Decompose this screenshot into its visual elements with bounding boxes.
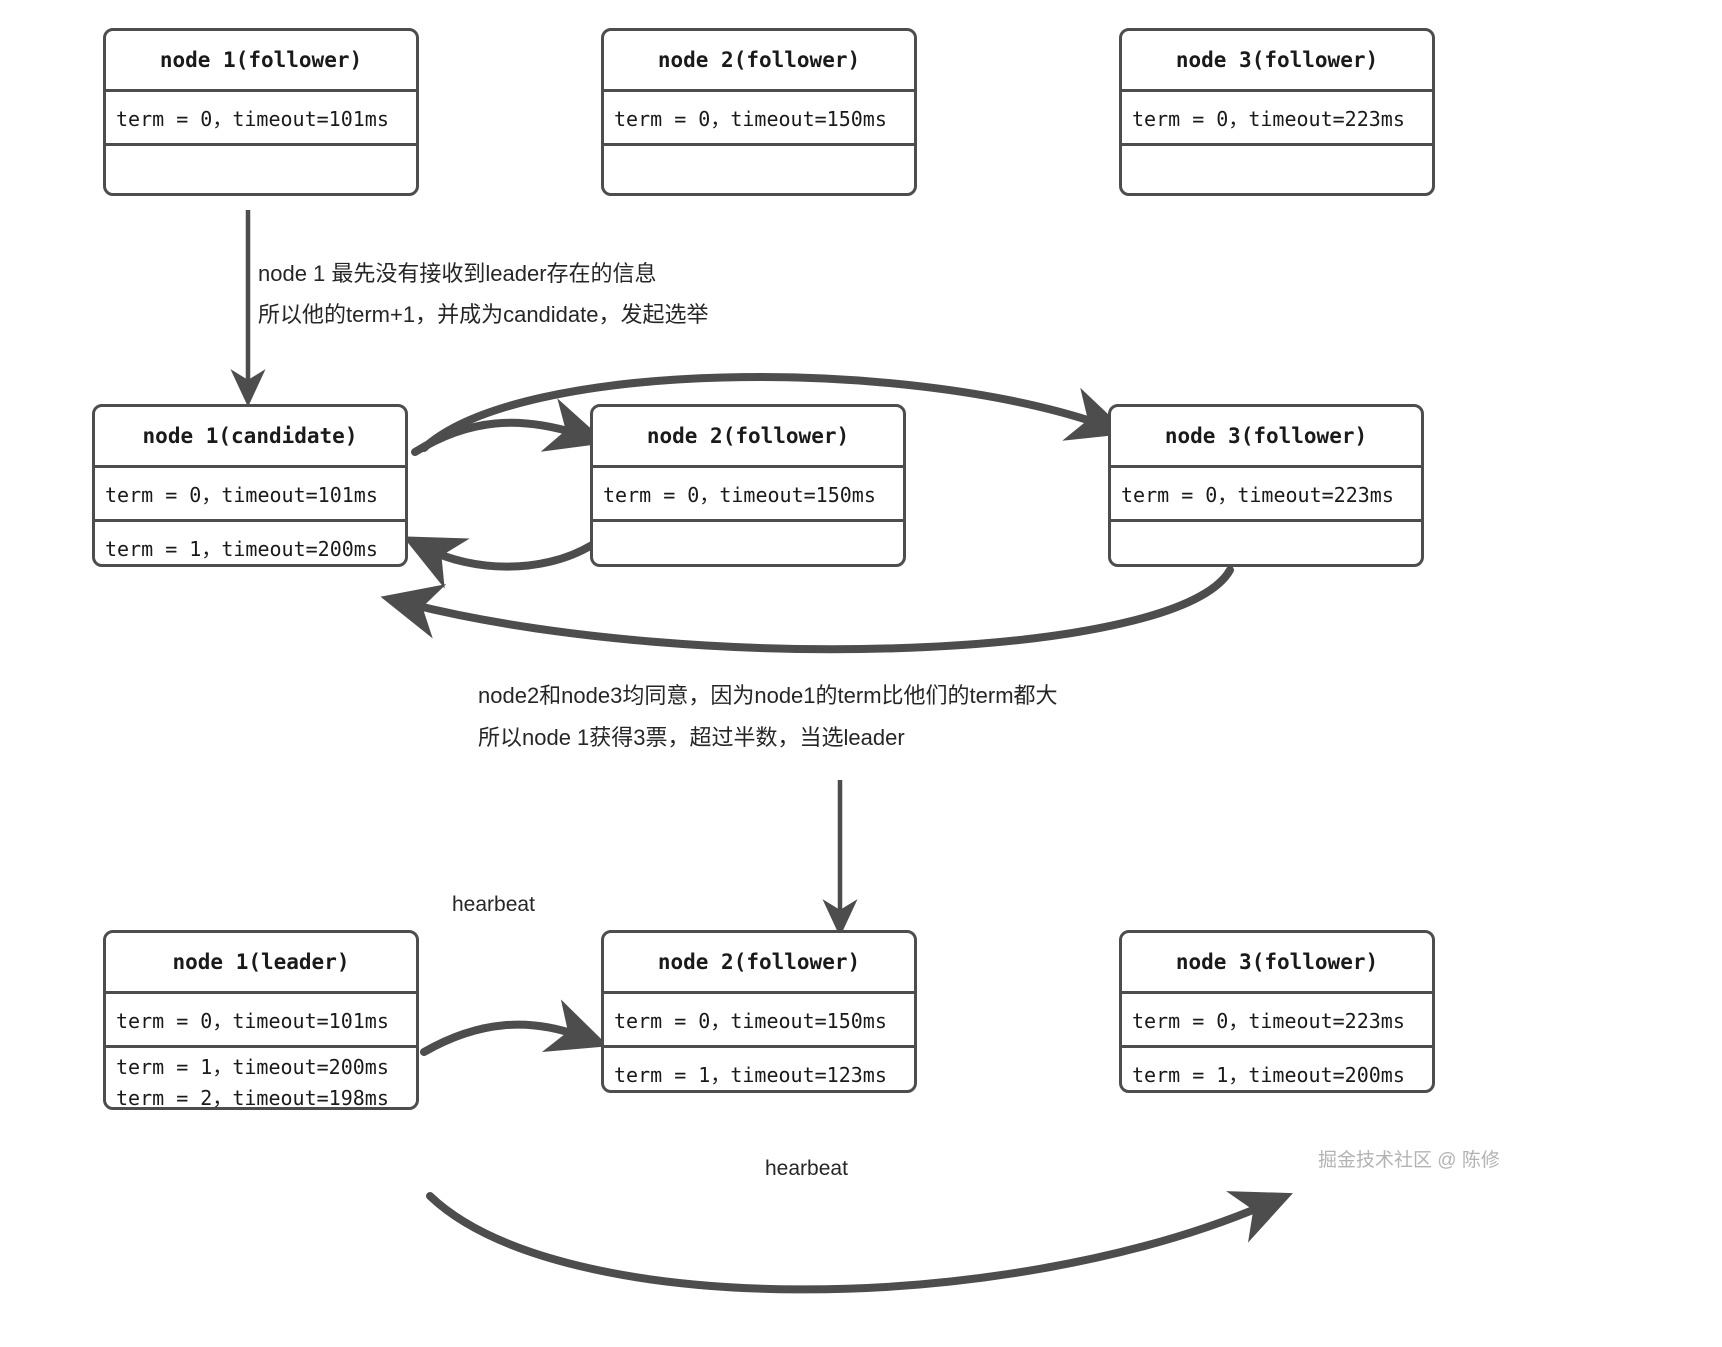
node-row-term-0: term = 0，timeout=150ms (604, 994, 914, 1048)
watermark: 掘金技术社区 @ 陈修 (1318, 1150, 1500, 1171)
node-title: node 2(follower) (604, 31, 914, 92)
arrow-candidate-to-node2 (411, 398, 608, 456)
arrow-heartbeat-node3 (426, 1191, 1293, 1294)
caption-election-trigger-line1: node 1 最先没有接收到leader存在的信息 (258, 261, 657, 286)
node-row-term-1-2: term = 1，timeout=200ms term = 2，timeout=… (106, 1048, 416, 1110)
edge-label-heartbeat-top: hearbeat (452, 893, 535, 916)
node-row-empty (593, 522, 903, 564)
caption-election-result-line2: 所以node 1获得3票，超过半数，当选leader (478, 725, 905, 750)
node-box-node2-follower-2[interactable]: node 2(follower) term = 0，timeout=150ms (590, 404, 906, 567)
node-row-term-1: term = 1，timeout=123ms (614, 1063, 887, 1087)
node-box-node3-follower[interactable]: node 3(follower) term = 0，timeout=223ms (1119, 28, 1435, 196)
node-row-term: term = 0，timeout=150ms (593, 468, 903, 522)
node-row-term: term = 0，timeout=223ms (1111, 468, 1421, 522)
node-title: node 1(follower) (106, 31, 416, 92)
node-box-node1-candidate[interactable]: node 1(candidate) term = 0，timeout=101ms… (92, 404, 408, 567)
node-row-empty (604, 146, 914, 193)
arrow-node2-to-candidate (402, 536, 596, 589)
node-title: node 3(follower) (1122, 31, 1432, 92)
caption-election-trigger-line2: 所以他的term+1，并成为candidate，发起选举 (258, 302, 709, 327)
node-row-term-0: term = 0，timeout=223ms (1122, 994, 1432, 1048)
node-row-term-1: term = 1，timeout=200ms (105, 537, 378, 561)
node-row-term: term = 0，timeout=150ms (604, 92, 914, 146)
node-box-node1-follower[interactable]: node 1(follower) term = 0，timeout=101ms (103, 28, 419, 196)
node-title: node 1(leader) (106, 933, 416, 994)
node-title: node 1(candidate) (95, 407, 405, 468)
node-row-term: term = 0，timeout=223ms (1122, 92, 1432, 146)
node-box-node1-leader[interactable]: node 1(leader) term = 0，timeout=101ms te… (103, 930, 419, 1110)
arrow-heartbeat-node2 (420, 999, 609, 1056)
node-title: node 2(follower) (604, 933, 914, 994)
node-row-term-1: term = 1，timeout=200ms (116, 1055, 389, 1079)
edge-label-heartbeat-bottom: hearbeat (765, 1157, 848, 1180)
node-row-term-0: term = 0，timeout=101ms (106, 994, 416, 1048)
caption-election-result-line1: node2和node3均同意，因为node1的term比他们的term都大 (478, 683, 1058, 708)
node-title: node 2(follower) (593, 407, 903, 468)
node-title: node 3(follower) (1122, 933, 1432, 994)
arrow-node3-to-candidate (380, 566, 1234, 654)
node-row-term-1: term = 1，timeout=200ms (1132, 1063, 1405, 1087)
node-row-empty (106, 146, 416, 193)
node-box-node3-follower-2[interactable]: node 3(follower) term = 0，timeout=223ms (1108, 404, 1424, 567)
node-title: node 3(follower) (1111, 407, 1421, 468)
node-box-node2-follower[interactable]: node 2(follower) term = 0，timeout=150ms (601, 28, 917, 196)
node-row-empty (1111, 522, 1421, 564)
node-row-term-2: term = 2，timeout=198ms (116, 1086, 389, 1110)
node-row-empty (1122, 146, 1432, 193)
node-box-node2-follower-3[interactable]: node 2(follower) term = 0，timeout=150ms … (601, 930, 917, 1093)
node-row-term: term = 0，timeout=101ms (106, 92, 416, 146)
node-box-node3-follower-3[interactable]: node 3(follower) term = 0，timeout=223ms … (1119, 930, 1435, 1093)
node-row-term-0: term = 0，timeout=101ms (95, 468, 405, 522)
